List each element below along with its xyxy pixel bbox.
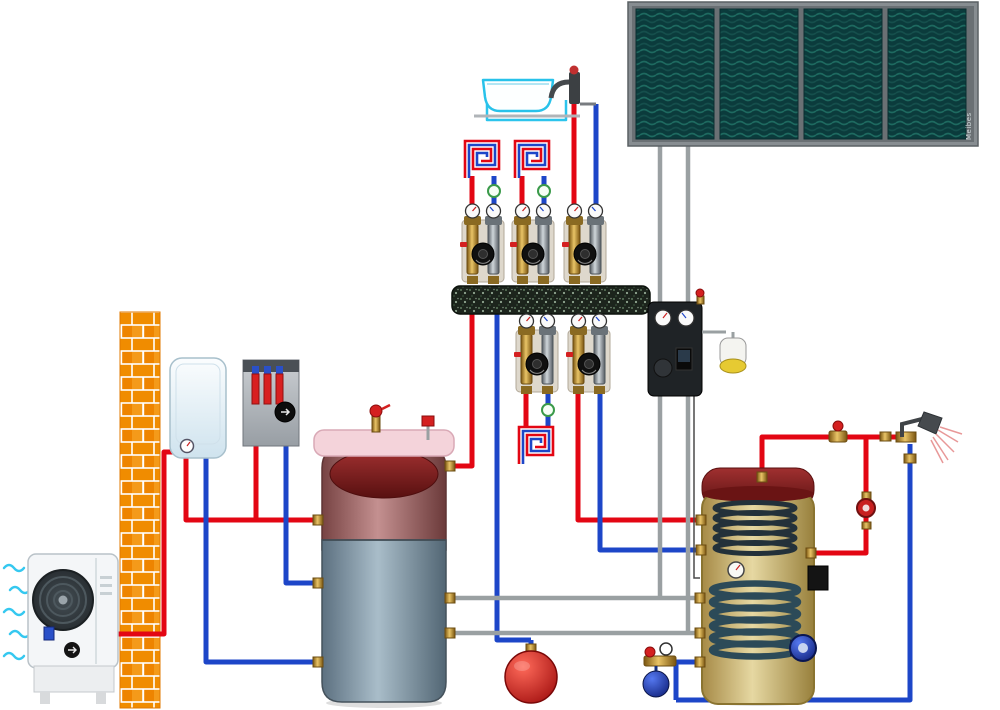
potable-expansion-vessel xyxy=(642,666,670,698)
heat-pump-outdoor-unit xyxy=(27,553,119,704)
indoor-unit xyxy=(169,357,227,459)
air-vent-valve xyxy=(369,403,391,433)
pump-group-3 xyxy=(561,203,607,285)
pipe-hot-group5-to-tank-coil xyxy=(575,394,702,523)
collector-brand-label: Meibes xyxy=(965,112,973,140)
solar-expansion-vessel xyxy=(719,332,747,374)
solar-collector-array: Meibes xyxy=(627,1,979,147)
heater-elements xyxy=(251,366,284,405)
tank-stub xyxy=(694,592,706,604)
tank-stub xyxy=(695,544,707,556)
tank-stub xyxy=(695,514,707,526)
pipe-hot-unit-to-buffer xyxy=(183,456,322,523)
tank-control-box xyxy=(807,565,829,591)
air-vent-valve xyxy=(695,288,705,298)
buffer-dome xyxy=(329,449,439,499)
safety-group xyxy=(643,642,677,667)
collector-panel xyxy=(803,8,883,140)
collector-panel xyxy=(635,8,715,140)
pump-group-5 xyxy=(565,313,611,395)
buffer-stub xyxy=(312,514,324,526)
buffer-insulation-lid xyxy=(313,429,455,457)
buffer-stub xyxy=(312,577,324,589)
brick-chimney xyxy=(119,311,161,709)
shower-spray xyxy=(930,426,963,464)
mixing-valve xyxy=(828,420,848,443)
flow-meter xyxy=(487,184,501,198)
boiler-coil xyxy=(712,500,798,556)
bathtub xyxy=(474,65,596,118)
pipe-hot-circulation-loop xyxy=(812,437,869,556)
fan-icon xyxy=(32,569,94,631)
station-pump xyxy=(653,358,673,378)
heating-expansion-vessel xyxy=(504,643,558,704)
collector-panel xyxy=(719,8,799,140)
shutoff-valve xyxy=(903,453,917,464)
flow-meter xyxy=(541,403,555,417)
tank-stub xyxy=(694,656,706,668)
shower xyxy=(895,411,963,464)
pipe-hot-tank-to-shower xyxy=(759,434,902,482)
pump-group-4 xyxy=(513,313,559,395)
solar-pump-station xyxy=(647,288,747,397)
tank-stub xyxy=(756,471,768,483)
solar-coil xyxy=(708,580,802,660)
dhw-solar-tank xyxy=(694,467,829,706)
safety-valve xyxy=(421,415,435,440)
pipe-cold-group5-to-tank-coil xyxy=(597,394,702,553)
buffer-stub xyxy=(444,460,456,472)
underfloor-heating-loop-1 xyxy=(460,136,504,180)
air-flow-arrows xyxy=(2,563,32,661)
pipe-cold-unit-to-buffer xyxy=(203,456,322,665)
tank-pump xyxy=(789,634,817,662)
pump-group-2 xyxy=(509,203,555,285)
pipe-cold-heater-to-buffer xyxy=(283,446,322,586)
bath-tap xyxy=(548,65,580,104)
tank-stub xyxy=(694,627,706,639)
flow-meter xyxy=(537,184,551,198)
hp-service-valve xyxy=(43,626,55,641)
check-valve xyxy=(879,431,892,442)
buffer-tank xyxy=(312,403,456,708)
tank-stub xyxy=(805,547,817,559)
electric-heater xyxy=(242,359,300,447)
underfloor-heating-loop-2 xyxy=(510,136,554,180)
buffer-stub xyxy=(444,627,456,639)
collector-panel xyxy=(887,8,967,140)
pump-group-1 xyxy=(459,203,505,285)
buffer-stub xyxy=(312,656,324,668)
distribution-manifold xyxy=(451,285,651,315)
underfloor-heating-loop-3 xyxy=(514,422,558,466)
circulation-pump xyxy=(856,491,876,530)
buffer-stub xyxy=(444,592,456,604)
pipe-bath-loop xyxy=(485,100,568,122)
pipe-hot-buffer-to-manifold xyxy=(450,312,475,469)
sensor-cable xyxy=(693,396,700,579)
